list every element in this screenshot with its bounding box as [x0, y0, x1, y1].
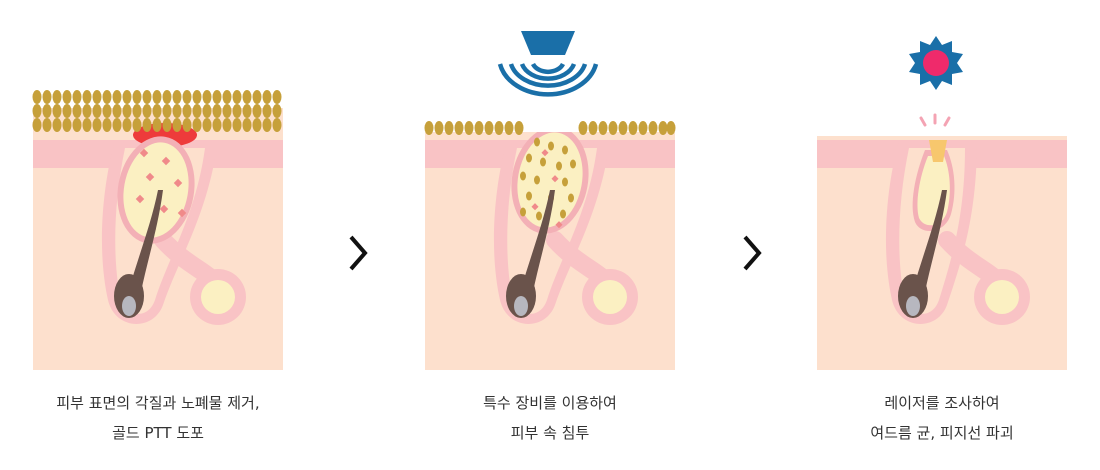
sebum-plug-inner: [517, 132, 583, 228]
hair-shaft: [521, 190, 555, 292]
step-1-caption-line2: 골드 PTT 도포: [112, 424, 204, 442]
laser-core: [923, 50, 949, 76]
gold-particle-layer: [424, 121, 676, 135]
chevron-right-icon: [349, 235, 368, 271]
step-1-caption: 피부 표면의 각질과 노폐물 제거, 골드 PTT 도포: [13, 388, 303, 448]
bacteria-dots: [531, 149, 563, 229]
laser-rays: [919, 113, 951, 127]
step-3-illustration: [817, 36, 1067, 370]
step-3-caption: 레이저를 조사하여 여드름 균, 피지선 파괴: [797, 388, 1087, 448]
chevron-right-icon: [743, 235, 762, 271]
step-1-panel: 피부 표면의 각질과 노폐물 제거, 골드 PTT 도포: [13, 0, 303, 470]
ultrasound-device-icon: [521, 31, 575, 55]
step-2-caption-line1: 특수 장비를 이용하여: [483, 394, 617, 412]
hair-papilla: [122, 296, 136, 316]
sebum-plug-inner: [123, 142, 189, 238]
hair-papilla: [514, 296, 528, 316]
step-2-panel: 특수 장비를 이용하여 피부 속 침투: [405, 0, 695, 470]
step-2-illustration: [424, 31, 676, 370]
ultrasound-waves: [497, 62, 599, 97]
step-3-panel: 레이저를 조사하여 여드름 균, 피지선 파괴: [797, 0, 1087, 470]
gold-particle-layer: [32, 90, 282, 132]
sebaceous-gland-inner: [593, 280, 627, 314]
hair-shaft: [129, 190, 163, 292]
hair-papilla: [906, 296, 920, 316]
step-3-caption-line1: 레이저를 조사하여: [884, 394, 1000, 412]
step-2-caption: 특수 장비를 이용하여 피부 속 침투: [405, 388, 695, 448]
laser-beam: [929, 140, 947, 162]
sebaceous-gland-inner: [201, 280, 235, 314]
hair-shaft: [913, 190, 947, 292]
step-3-caption-line2: 여드름 균, 피지선 파괴: [870, 424, 1014, 442]
sebaceous-gland-inner: [985, 280, 1019, 314]
step-1-illustration: [32, 90, 283, 370]
step-1-caption-line1: 피부 표면의 각질과 노폐물 제거,: [56, 394, 260, 412]
step-2-caption-line2: 피부 속 침투: [510, 424, 590, 442]
